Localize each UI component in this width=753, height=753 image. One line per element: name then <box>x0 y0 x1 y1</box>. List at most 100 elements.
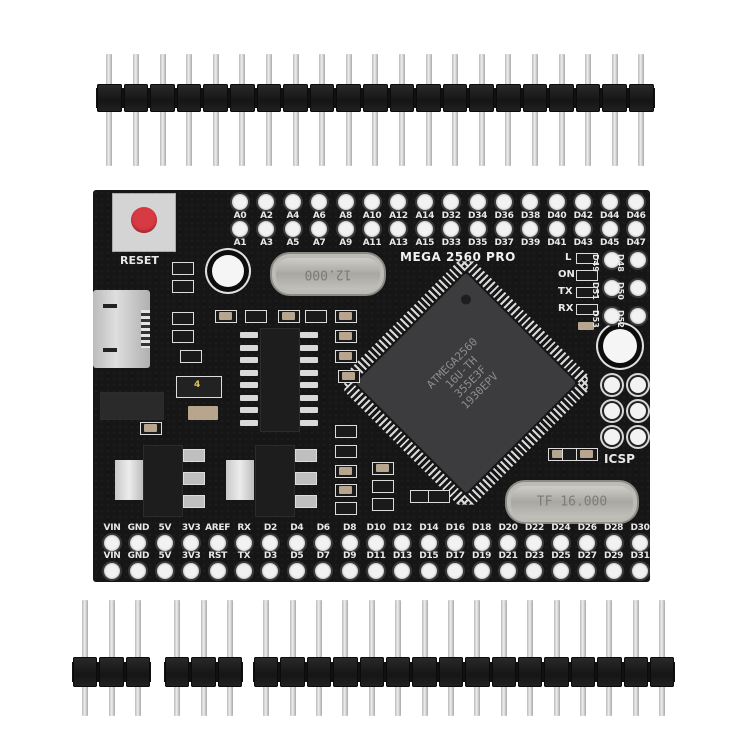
pin-hole[interactable] <box>416 221 433 237</box>
pin-hole[interactable] <box>341 563 358 579</box>
pin-hole[interactable] <box>368 535 384 551</box>
pin-hole[interactable] <box>628 194 644 210</box>
pin-hole[interactable] <box>262 563 279 579</box>
pin-hole[interactable] <box>209 535 226 551</box>
icsp-pin[interactable] <box>630 403 646 419</box>
pin-hole[interactable] <box>526 563 543 579</box>
pin-hole[interactable] <box>552 563 569 579</box>
icsp-pin[interactable] <box>630 377 646 393</box>
pin-hole[interactable] <box>575 221 592 237</box>
header-pin-housing <box>306 657 332 687</box>
pin-hole[interactable] <box>364 194 380 210</box>
pin-hole[interactable] <box>420 563 437 579</box>
pin-hole[interactable] <box>548 221 565 237</box>
pin-hole[interactable] <box>469 221 486 237</box>
pin-hole[interactable] <box>311 221 328 237</box>
pin-hole[interactable] <box>390 194 407 210</box>
pin-hole[interactable] <box>632 535 648 551</box>
capacitor <box>342 372 355 380</box>
icsp-pin[interactable] <box>604 377 620 393</box>
pin-hole[interactable] <box>315 535 332 551</box>
pin-hole[interactable] <box>341 535 358 551</box>
pin-hole[interactable] <box>364 221 380 237</box>
pin-hole[interactable] <box>548 194 565 210</box>
pin-label: D40 <box>547 211 567 221</box>
header-pin-housing <box>416 84 441 112</box>
pin-hole[interactable] <box>473 535 490 551</box>
pin-hole[interactable] <box>500 563 516 579</box>
pin-hole[interactable] <box>394 563 411 579</box>
pin-hole[interactable] <box>236 535 252 551</box>
pin-hole[interactable] <box>130 563 147 579</box>
pin-hole[interactable] <box>500 535 516 551</box>
reset-button-cap[interactable] <box>131 207 157 233</box>
pin-hole[interactable] <box>552 535 569 551</box>
pin-hole[interactable] <box>416 194 433 210</box>
pin-hole[interactable] <box>156 563 173 579</box>
pin-hole[interactable] <box>258 194 275 210</box>
pin-hole[interactable] <box>390 221 407 237</box>
pin-hole[interactable] <box>232 194 248 210</box>
pin-hole[interactable] <box>337 221 354 237</box>
pin-hole[interactable] <box>632 563 648 579</box>
pin-hole[interactable] <box>443 221 460 237</box>
pin-hole[interactable] <box>288 563 305 579</box>
pin-hole[interactable] <box>443 194 460 210</box>
pin-hole[interactable] <box>526 535 543 551</box>
pin-hole[interactable] <box>601 194 618 210</box>
pin-hole[interactable] <box>104 563 120 579</box>
pin-hole[interactable] <box>496 221 512 237</box>
pin-hole[interactable] <box>579 535 596 551</box>
pin-hole[interactable] <box>368 563 384 579</box>
pin-label: D6 <box>316 523 330 533</box>
pin-hole[interactable] <box>628 221 644 237</box>
pin-hole[interactable] <box>420 535 437 551</box>
pin-hole[interactable] <box>288 535 305 551</box>
pin-hole[interactable] <box>209 563 226 579</box>
pin-hole[interactable] <box>183 563 200 579</box>
pin-hole[interactable] <box>232 221 248 237</box>
pin-label: D47 <box>626 238 646 248</box>
pin-hole[interactable] <box>605 563 622 579</box>
capacitor <box>552 450 565 458</box>
pin-hole[interactable] <box>284 221 301 237</box>
pin-hole[interactable] <box>447 535 464 551</box>
pin-hole[interactable] <box>604 252 620 268</box>
icsp-pin[interactable] <box>604 403 620 419</box>
pin-hole[interactable] <box>156 535 173 551</box>
pin-hole[interactable] <box>630 280 646 296</box>
pin-hole[interactable] <box>604 308 620 324</box>
pin-hole[interactable] <box>311 194 328 210</box>
pin-hole[interactable] <box>183 535 200 551</box>
pin-hole[interactable] <box>130 535 147 551</box>
pin-hole[interactable] <box>522 194 539 210</box>
icsp-pin[interactable] <box>604 429 620 445</box>
pin-hole[interactable] <box>630 308 646 324</box>
icsp-pin[interactable] <box>630 429 646 445</box>
pin-hole[interactable] <box>575 194 592 210</box>
reset-label: RESET <box>120 254 159 267</box>
pin-hole[interactable] <box>236 563 252 579</box>
pin-hole[interactable] <box>337 194 354 210</box>
pin-hole[interactable] <box>394 535 411 551</box>
pin-hole[interactable] <box>284 194 301 210</box>
micro-usb-connector[interactable] <box>93 290 150 368</box>
pin-label: D3 <box>263 551 277 561</box>
usb-fuse: 4 <box>176 376 222 398</box>
pin-hole[interactable] <box>258 221 275 237</box>
pin-hole[interactable] <box>601 221 618 237</box>
pin-hole[interactable] <box>473 563 490 579</box>
pin-label: D31 <box>630 551 650 561</box>
pin-hole[interactable] <box>447 563 464 579</box>
pin-hole[interactable] <box>469 194 486 210</box>
reset-button[interactable] <box>112 193 176 252</box>
pin-hole[interactable] <box>579 563 596 579</box>
pin-hole[interactable] <box>315 563 332 579</box>
pin-hole[interactable] <box>104 535 120 551</box>
pin-hole[interactable] <box>604 280 620 296</box>
pin-hole[interactable] <box>522 221 539 237</box>
pin-hole[interactable] <box>496 194 512 210</box>
pin-hole[interactable] <box>630 252 646 268</box>
pin-hole[interactable] <box>605 535 622 551</box>
pin-hole[interactable] <box>262 535 279 551</box>
